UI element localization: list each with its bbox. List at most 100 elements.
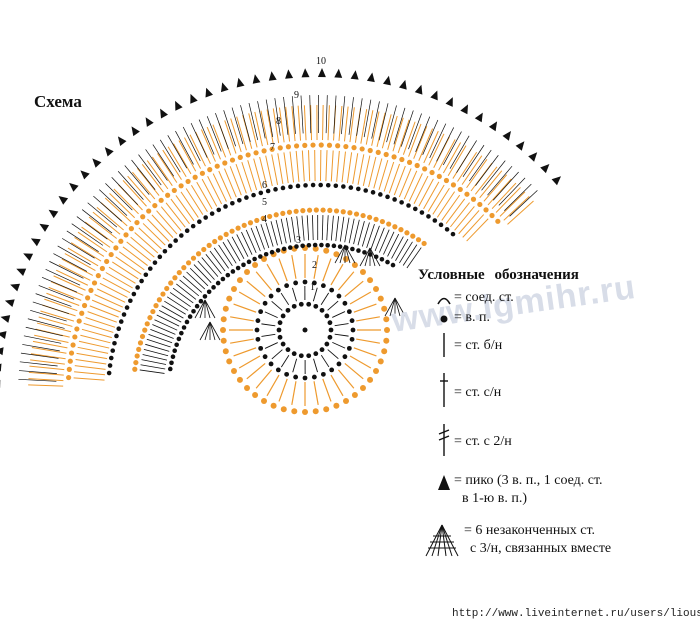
cluster-stitch [359,247,371,267]
stitch-spoke [374,227,385,252]
stitch-spoke [152,144,175,177]
chain-dot [343,255,349,262]
stitch-spoke [265,155,273,187]
chain-dot [252,261,259,268]
stitch-spoke [223,110,236,147]
stitch-spoke [413,125,428,159]
chain-dot [343,245,349,250]
stitch-spoke [291,216,296,242]
chain-dot [230,286,237,292]
chain-dot [379,218,386,225]
chain-dot [320,283,326,289]
stitch-spoke [190,123,208,158]
chain-dot [190,223,196,229]
stitch-spoke [487,178,512,206]
stitch-spoke [266,263,280,286]
stitch-spoke [212,124,227,158]
chain-dot [346,309,352,315]
chain-dot [211,285,216,290]
row-number: 4 [262,214,267,225]
chain-dot [263,251,269,257]
cluster-fan-icon [425,524,459,557]
stitch-spoke [99,282,128,298]
chain-dot [421,240,427,247]
chain-dot [110,348,116,353]
picot-triangle [285,69,294,79]
stitch-spoke [378,229,390,253]
legend-text: = соед. ст. [454,290,514,305]
legend-text-cont: с 3/н, связанных вместе [470,541,612,556]
stitch-spoke [265,99,274,138]
chain-dot [262,354,268,360]
stitch-spoke [248,113,258,148]
stitch-spoke [403,170,418,200]
picot-triangle [48,209,59,219]
stitch-spoke [140,364,166,370]
picot-triangle [160,108,168,119]
chain-dot [172,275,178,281]
stitch-spoke [320,292,330,305]
chain-dot [241,262,246,268]
chain-dot [170,354,176,360]
stitch-spoke [260,110,269,146]
chain-dot [247,220,254,226]
stitch-spoke [456,140,477,173]
stitch-spoke [373,158,383,189]
chain-dot [258,190,264,196]
stitch-spoke [352,153,359,184]
picot-triangle [0,363,2,372]
chain-dot [106,370,112,376]
stitch-spoke [457,151,478,182]
stitch-spoke [362,155,371,186]
stitch-spoke [408,123,422,157]
picot-triangle [460,104,468,115]
chain-dot [312,242,318,248]
chain-dot [333,251,340,258]
stitch-spoke [348,218,355,244]
legend-text: = 6 незаконченных ст. [464,523,596,538]
chain-dot [333,208,340,214]
chain-dot [157,254,163,260]
chain-dot [220,316,227,323]
chain-dot [399,156,405,163]
stitch-spoke [370,225,380,250]
legend-text: = в. п. [454,310,490,325]
chain-dot [74,326,80,332]
stitch-spoke [209,250,226,272]
chain-dot [199,170,205,176]
chain-dot [237,154,243,160]
chain-dot [164,285,170,292]
stitch-spoke [371,101,380,139]
stitch-spoke [190,184,208,213]
stitch-spoke [169,292,191,307]
chain-dot [276,327,282,333]
chain-dot [311,280,317,286]
legend-text: = ст. б/н [454,338,503,353]
cluster-stitch [394,297,406,317]
chain-dot [291,351,297,357]
chain-dot [81,302,88,309]
chain-dot [108,251,114,258]
stitch-spoke [142,354,168,361]
cluster-stitch [199,321,211,341]
stitch-spoke [235,163,247,194]
chain-dot [351,261,358,268]
stitch-spoke [509,190,538,217]
chain-dot [370,190,376,195]
chain-dot [229,157,236,163]
stitch-spoke [180,191,199,218]
stitch-spoke [291,106,296,142]
chain-dot [277,334,283,340]
stitch-spoke [108,266,136,284]
chain-dot [121,312,127,317]
stitch-spoke [218,170,232,200]
stitch-spoke [383,231,395,255]
chain-dot [244,195,249,200]
chain-dot [260,215,266,221]
stitch-spoke [231,236,245,259]
chain-dot [118,238,124,244]
source-url: http://www.liveinternet.ru/users/liousy/ [452,608,700,620]
picot-triangle [69,182,79,192]
stitch-spoke [238,355,261,369]
